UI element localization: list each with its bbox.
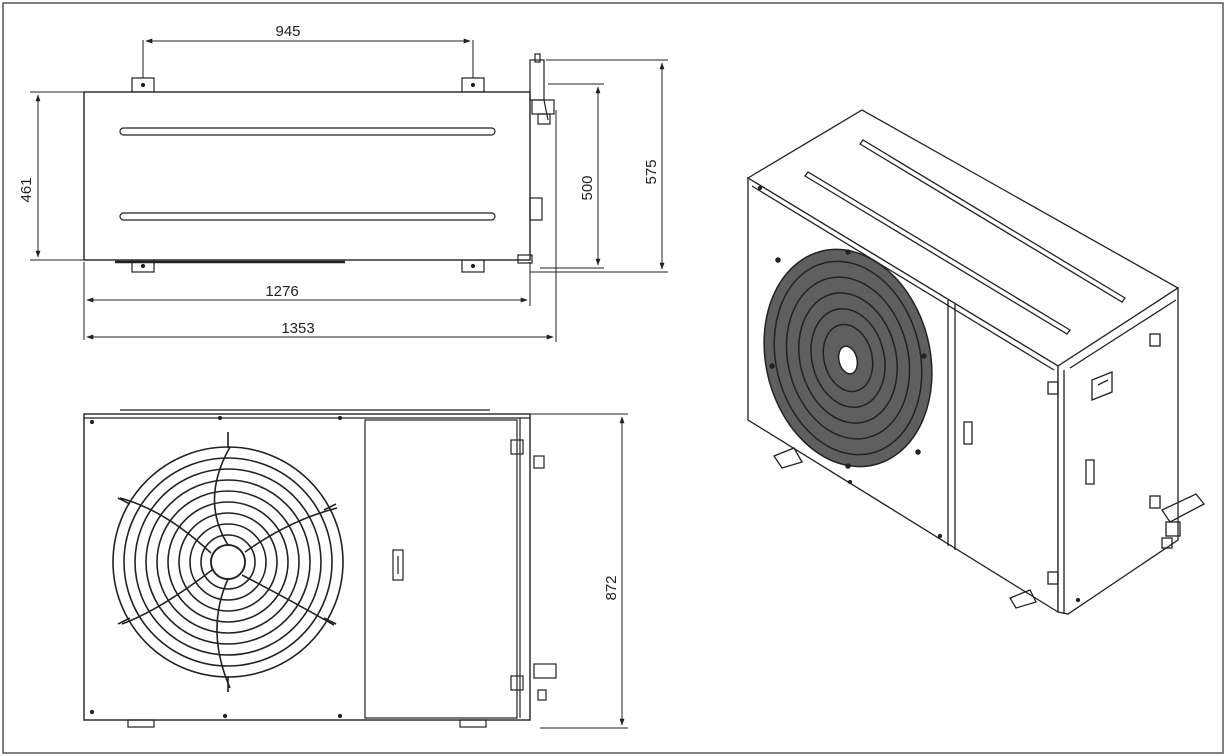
dim-575-label: 575 (643, 159, 660, 184)
iso-switch (1091, 371, 1113, 401)
dim-945-label: 945 (275, 23, 300, 40)
front-foot-right (459, 719, 487, 728)
top-view-dimensions (30, 38, 668, 342)
top-slot-1 (119, 127, 496, 136)
dim-872-label: 872 (603, 575, 620, 600)
top-view-body (83, 91, 531, 261)
service-handle (392, 549, 404, 581)
top-view (83, 53, 555, 273)
iso-side-face (1057, 286, 1179, 615)
dim-1353-label: 1353 (281, 320, 314, 337)
iso-foot-left (773, 447, 803, 469)
front-view (83, 409, 557, 728)
front-fan-guard (112, 432, 344, 692)
service-panel (364, 419, 518, 719)
iso-top-slot-2 (859, 139, 1126, 303)
dim-1276-label: 1276 (265, 283, 298, 300)
iso-foot-right (1009, 589, 1037, 609)
front-view-body (83, 413, 531, 721)
top-slot-2 (119, 212, 496, 221)
valve-bottom (529, 197, 543, 221)
isometric-view (746, 109, 1205, 615)
iso-fan-hub (837, 345, 859, 375)
iso-top-slot-1 (804, 171, 1071, 335)
iso-fan-guard (763, 248, 933, 469)
dim-500-label: 500 (579, 175, 596, 200)
front-view-dimensions (530, 413, 628, 729)
front-foot-left (127, 719, 155, 728)
dim-461-label: 461 (18, 177, 35, 202)
valve-top (529, 59, 545, 101)
